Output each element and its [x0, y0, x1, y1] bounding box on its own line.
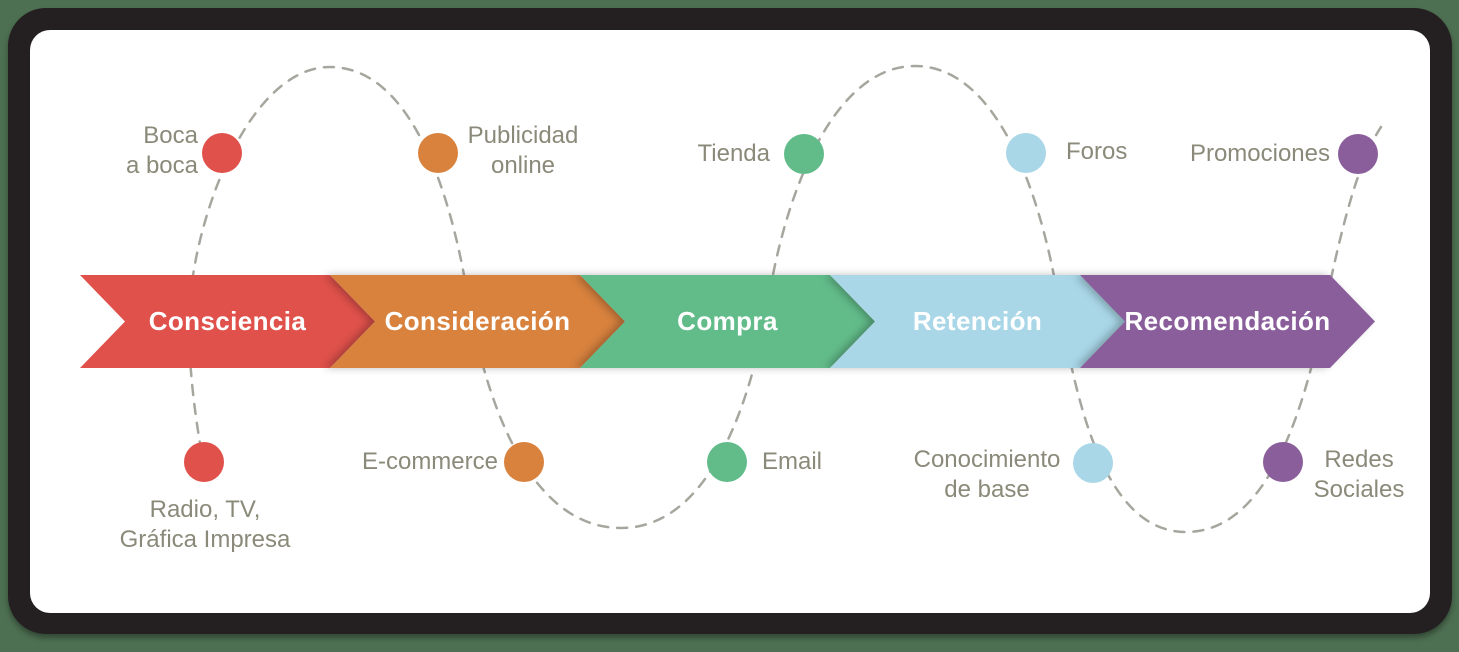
touchpoint-label-promociones: Promociones	[1189, 140, 1330, 167]
stage-label-recomendacion: Recomendación	[1080, 275, 1375, 368]
touchpoint-label-redes-sociales: Redes Sociales	[1313, 446, 1405, 503]
dot-boca-a-boca	[202, 133, 242, 173]
dot-tienda	[784, 134, 824, 174]
touchpoint-label-conocimiento-de-base: Conocimiento de base	[913, 446, 1061, 503]
touchpoint-label-e-commerce: E-commerce	[361, 448, 498, 475]
dot-email	[707, 442, 747, 482]
touchpoint-label-email: Email	[762, 448, 823, 475]
dot-radio-tv-grafica	[184, 442, 224, 482]
dot-promociones	[1338, 134, 1378, 174]
touchpoint-label-tienda: Tienda	[697, 140, 771, 167]
touchpoint-label-boca-a-boca: Boca a boca	[125, 122, 198, 179]
dot-e-commerce	[504, 442, 544, 482]
touchpoint-label-radio-tv-grafica: Radio, TV, Gráfica Impresa	[119, 496, 291, 553]
touchpoint-label-publicidad-online: Publicidad online	[467, 122, 579, 179]
stage-arrow-recomendacion: Recomendación	[1080, 275, 1375, 368]
dot-foros	[1006, 133, 1046, 173]
